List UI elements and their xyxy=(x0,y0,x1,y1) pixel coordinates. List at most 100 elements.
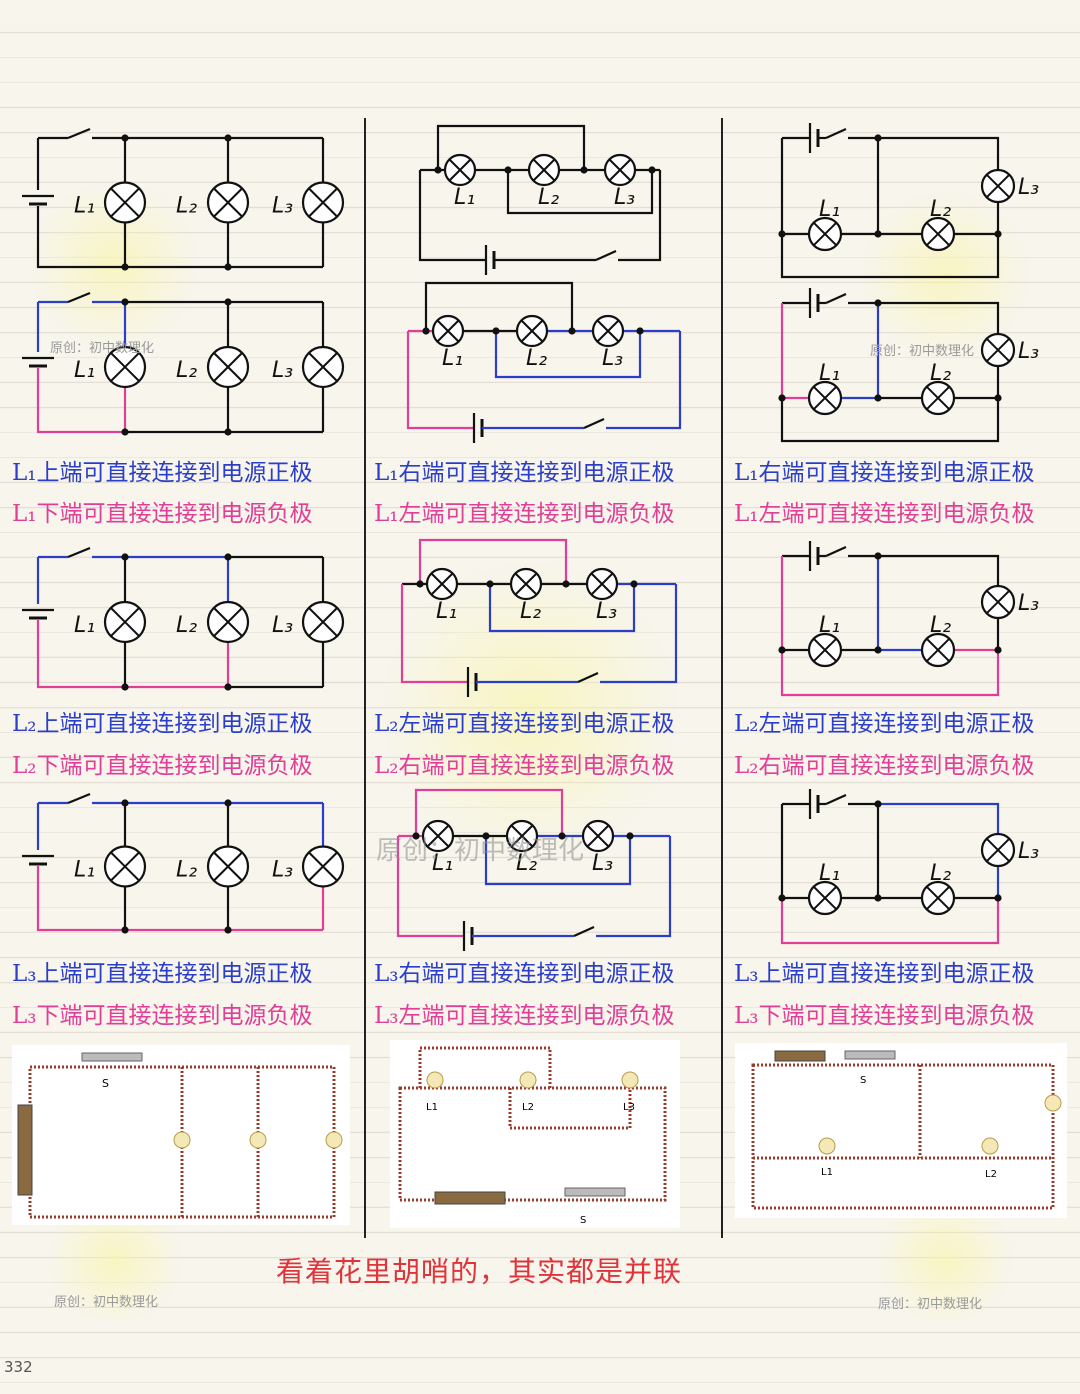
junction-dot xyxy=(121,553,129,561)
lamp-label: L₁ xyxy=(454,185,475,210)
junction-dot xyxy=(504,166,512,174)
junction-dot xyxy=(492,327,500,335)
junction-dot xyxy=(580,166,588,174)
switch-label: S xyxy=(580,1215,586,1226)
circuit-photo-c: S L1 L2 xyxy=(735,1043,1067,1218)
circuit-photo-a: S xyxy=(12,1045,350,1225)
lamp-cross xyxy=(308,851,338,882)
lamp-cross xyxy=(813,638,837,662)
lamp-cross xyxy=(110,851,140,882)
switch-label: S xyxy=(860,1075,866,1086)
lamp-label: L₁ xyxy=(74,858,95,883)
junction-dot xyxy=(121,428,129,436)
junction-dot xyxy=(874,552,882,560)
switch-symbol xyxy=(583,417,605,430)
wire xyxy=(780,234,1000,279)
lamp-cross xyxy=(596,319,620,343)
lamp-cross xyxy=(926,886,950,910)
lamp-label: L₃ xyxy=(592,851,613,876)
lamp-cross xyxy=(520,319,544,343)
lamp-cross xyxy=(586,824,610,848)
junction-dot xyxy=(121,683,129,691)
lamp-label: L₃ xyxy=(272,613,293,638)
lamp-cross xyxy=(426,824,450,848)
switch-symbol xyxy=(595,249,617,262)
junction-dot xyxy=(558,832,566,840)
wire xyxy=(414,788,564,836)
wire xyxy=(494,331,642,379)
junction-dot xyxy=(416,580,424,588)
wire xyxy=(36,620,125,689)
junction-dot xyxy=(224,799,232,807)
junction-dot xyxy=(562,580,570,588)
lamp-label: L₁ xyxy=(74,358,95,383)
lamp-label: L2 xyxy=(985,1169,997,1180)
lamp-label: L₁ xyxy=(436,599,457,624)
switch-symbol xyxy=(67,127,91,140)
lamp-cross xyxy=(308,352,338,382)
junction-dot xyxy=(224,553,232,561)
switch-label: S xyxy=(102,1077,109,1090)
lamp-label: L₁ xyxy=(74,194,95,219)
lamp-cross xyxy=(532,158,556,182)
switch-symbol xyxy=(67,792,91,805)
wire xyxy=(396,836,464,938)
junction-dot xyxy=(224,428,232,436)
junction-dot xyxy=(994,230,1002,238)
switch-symbol xyxy=(67,546,91,559)
caption-negative: L₂右端可直接连接到电源负极 xyxy=(374,753,675,779)
switch-symbol xyxy=(825,127,847,140)
watermark-text: 原创：初中数理化 xyxy=(54,1295,159,1310)
lamp-label: L₂ xyxy=(930,613,951,638)
lamp-cross xyxy=(110,352,140,382)
junction-dot xyxy=(874,646,882,654)
junction-dot xyxy=(121,799,129,807)
wire xyxy=(596,836,672,938)
wire xyxy=(878,136,1000,171)
lamp-label: L1 xyxy=(821,1167,833,1178)
watermark-text: 原创：初中数理化 xyxy=(870,344,975,359)
switch-symbol xyxy=(577,671,599,684)
lamp-cross xyxy=(308,187,338,218)
caption-positive: L₁右端可直接连接到电源正极 xyxy=(374,460,675,486)
lamp-cross xyxy=(813,886,837,910)
junction-dot xyxy=(874,230,882,238)
junction-dot xyxy=(121,298,129,306)
lamp-cross xyxy=(213,851,243,882)
lamp-cross xyxy=(110,187,140,218)
lamp-cross xyxy=(590,572,614,596)
lamp-cross xyxy=(986,590,1010,614)
junction-dot xyxy=(224,298,232,306)
wire xyxy=(436,124,586,170)
photo-a-drawing: S xyxy=(17,1052,343,1219)
lamp-label: L₂ xyxy=(930,361,951,386)
wire xyxy=(878,301,1000,335)
caption-negative: L₁左端可直接连接到电源负极 xyxy=(734,501,1035,527)
wire xyxy=(418,538,568,584)
junction-dot xyxy=(224,263,232,271)
wire xyxy=(400,584,468,684)
caption-positive: L₁右端可直接连接到电源正极 xyxy=(734,460,1035,486)
lamp-cross xyxy=(986,838,1010,862)
switch-symbol xyxy=(825,545,847,558)
lamp-label: L₁ xyxy=(442,346,463,371)
lamp-label: L₃ xyxy=(1018,339,1039,364)
lamp-label: L₂ xyxy=(176,858,197,883)
caption-positive: L₁上端可直接连接到电源正极 xyxy=(12,460,313,486)
photo-c-drawing: S L1 L2 xyxy=(751,1050,1062,1210)
wire xyxy=(36,368,125,434)
lamp-label: L₂ xyxy=(516,851,537,876)
switch-symbol xyxy=(573,925,595,938)
junction-dot xyxy=(994,394,1002,402)
caption-positive: L₃上端可直接连接到电源正极 xyxy=(12,961,313,987)
lamp-label: L₂ xyxy=(930,197,951,222)
lamp-label: L₂ xyxy=(176,194,197,219)
lamp-label: L₃ xyxy=(1018,839,1039,864)
wire xyxy=(606,331,682,430)
wire xyxy=(780,898,1000,945)
junction-dot xyxy=(486,580,494,588)
lamp-cross xyxy=(213,187,243,218)
lamp-cross xyxy=(213,607,243,637)
wire xyxy=(780,398,1000,443)
lamp-label: L₂ xyxy=(930,861,951,886)
